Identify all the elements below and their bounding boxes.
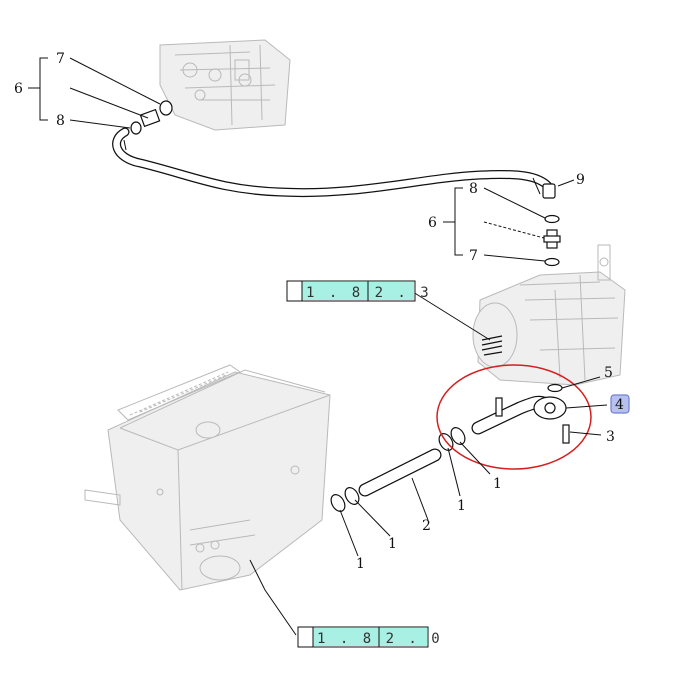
callout-2: 2 <box>422 518 431 534</box>
callout-3: 3 <box>606 429 615 445</box>
reference-tank-text: 1 . 8 2 . 0 <box>317 631 443 647</box>
callout-1-b: 1 <box>457 498 466 514</box>
callout-8-top: 8 <box>56 113 65 129</box>
pump <box>472 244 626 386</box>
reference-link-pump[interactable]: 1 . 8 2 . 3 <box>286 280 432 302</box>
valve-block-top <box>159 39 291 131</box>
leader-lines <box>28 57 608 636</box>
svg-text:4: 4 <box>615 397 624 413</box>
callout-4-highlighted[interactable]: 4 <box>610 394 630 414</box>
callout-6-top: 6 <box>14 81 23 97</box>
reference-link-tank[interactable]: 1 . 8 2 . 0 <box>297 626 443 648</box>
fitting-mid <box>543 214 561 267</box>
callout-6-mid: 6 <box>428 215 437 231</box>
highlight-circle <box>436 364 592 470</box>
callout-9: 9 <box>576 172 585 188</box>
callout-7-mid: 7 <box>469 248 478 264</box>
callout-8-mid: 8 <box>469 181 478 197</box>
hydraulic-tank <box>84 364 331 591</box>
callout-labels: 7 6 8 9 8 6 7 5 3 1 1 2 1 1 <box>14 51 615 572</box>
callout-1-a: 1 <box>493 476 502 492</box>
callout-1-d: 1 <box>356 556 365 572</box>
callout-5: 5 <box>604 365 613 381</box>
callout-1-c: 1 <box>388 536 397 552</box>
reference-pump-text: 1 . 8 2 . 3 <box>306 285 432 301</box>
callout-7-top: 7 <box>56 51 65 67</box>
suction-tube <box>358 448 442 497</box>
elbow-pipe <box>471 383 570 444</box>
hose-upper <box>112 127 556 199</box>
fitting-top <box>130 100 173 135</box>
